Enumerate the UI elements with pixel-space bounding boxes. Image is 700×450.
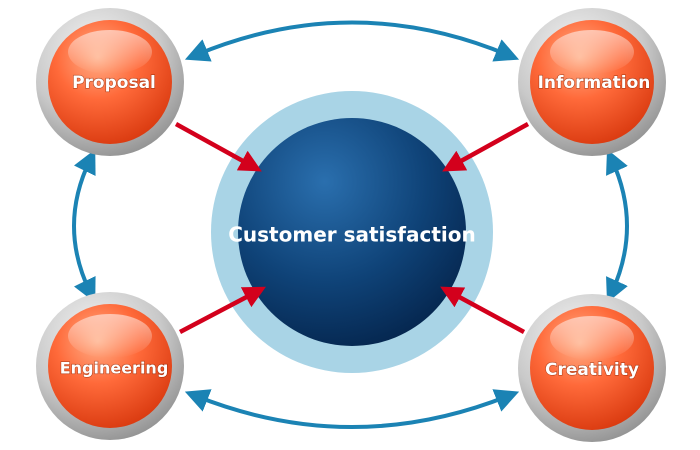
node-creativity: Creativity [518, 294, 666, 442]
cycle-arrow-bottom [184, 389, 520, 429]
node-engineering: Engineering [36, 292, 184, 440]
input-arrow-top-left [174, 122, 262, 172]
cycle-arrow-left [72, 149, 96, 303]
node-proposal: Proposal [36, 8, 184, 156]
node-label-creativity: Creativity [545, 360, 639, 380]
node-information: Information [518, 8, 666, 156]
center-circle [238, 118, 466, 346]
input-arrow-top-right [442, 122, 530, 172]
input-arrow-bottom-right [440, 286, 526, 334]
node-label-engineering: Engineering [60, 359, 169, 378]
node-label-information: Information [538, 73, 651, 93]
cycle-arrow-right [606, 149, 629, 303]
center-label: Customer satisfaction [228, 223, 476, 247]
input-arrow-bottom-left [178, 286, 266, 334]
node-label-proposal: Proposal [72, 73, 156, 93]
cycle-arrow-top [184, 20, 520, 62]
